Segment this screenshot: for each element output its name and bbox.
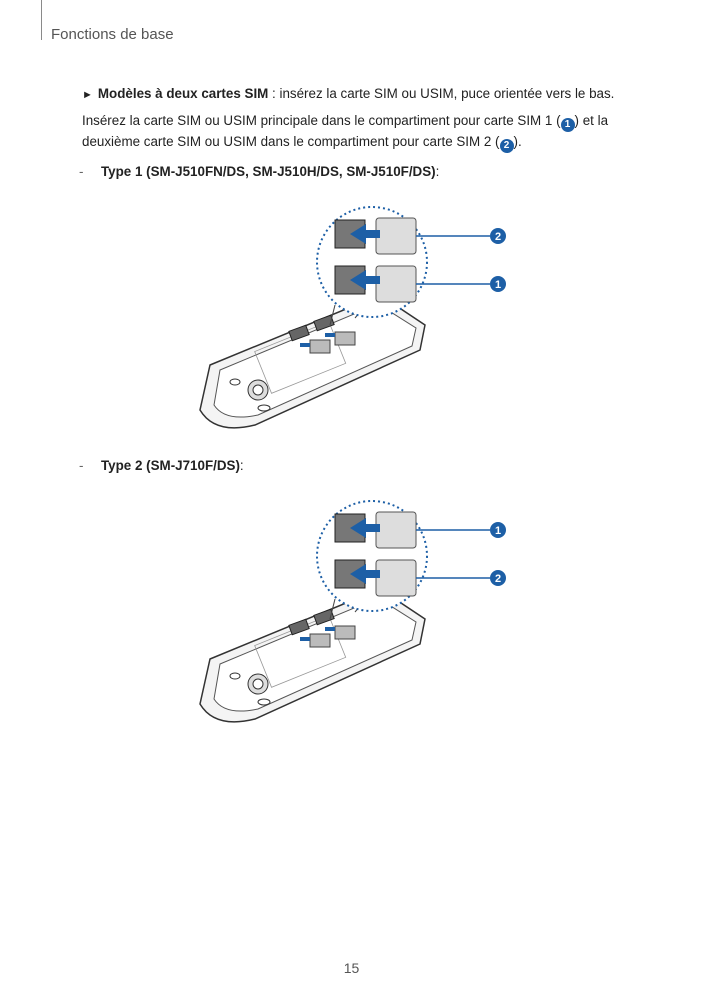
callout-1-badge: 1	[560, 118, 575, 132]
callout-badge-top	[490, 522, 506, 538]
zoomed-sim-slot-2	[334, 217, 417, 255]
instruction-text-3: deuxième carte SIM ou USIM dans le compa…	[82, 134, 500, 149]
callout-label-top: 1	[495, 525, 501, 537]
instruction-text-4: ).	[513, 134, 522, 149]
callout-2-badge: 2	[499, 139, 514, 153]
callout-badge-bottom	[490, 570, 506, 586]
page-number: 15	[343, 960, 360, 976]
sim-insertion-figure-type1: 2 1	[180, 200, 520, 445]
arrow-icon	[350, 518, 380, 538]
dual-sim-lead-bold: Modèles à deux cartes SIM	[97, 86, 269, 101]
dual-sim-instructions: Insérez la carte SIM ou USIM principale …	[82, 111, 622, 153]
triangle-bullet-icon: ►	[82, 89, 93, 101]
zoomed-sim-slot-1	[334, 265, 417, 303]
arrow-icon	[350, 224, 380, 244]
section-title: Fonctions de base	[51, 26, 174, 43]
callout-label-bottom: 2	[495, 573, 501, 585]
callout-label-bottom: 1	[495, 279, 501, 291]
header-divider	[41, 0, 42, 40]
callout-badge-bottom	[490, 276, 506, 292]
type1-heading: Type 1 (SM-J510FN/DS, SM-J510H/DS, SM-J5…	[101, 164, 439, 179]
zoomed-sim-slot-1	[334, 511, 417, 549]
type1-colon: :	[435, 164, 440, 179]
callout-label-top: 2	[495, 231, 501, 243]
arrow-icon	[350, 564, 380, 584]
phone-back-illustration	[199, 294, 426, 429]
arrow-icon	[350, 270, 380, 290]
zoomed-sim-slot-2	[334, 559, 417, 597]
type1-dash: -	[79, 164, 84, 179]
sim-insertion-figure-type2: 1 2	[180, 494, 520, 739]
type1-label: Type 1 (SM-J510FN/DS, SM-J510H/DS, SM-J5…	[101, 164, 436, 179]
phone-back-illustration	[199, 588, 426, 723]
type2-colon: :	[239, 458, 244, 473]
type2-dash: -	[79, 458, 84, 473]
phone-sim-slots	[288, 314, 356, 354]
callout-badge-top	[490, 228, 506, 244]
phone-sim-slots	[288, 608, 356, 648]
instruction-text-1: Insérez la carte SIM ou USIM principale …	[82, 113, 561, 128]
type2-heading: Type 2 (SM-J710F/DS):	[101, 458, 244, 473]
dual-sim-lead: ► Modèles à deux cartes SIM : insérez la …	[82, 84, 614, 105]
type2-label: Type 2 (SM-J710F/DS)	[101, 458, 240, 473]
instruction-text-2: ) et la	[574, 113, 609, 128]
dual-sim-lead-text: : insérez la carte SIM ou USIM, puce ori…	[268, 86, 615, 101]
